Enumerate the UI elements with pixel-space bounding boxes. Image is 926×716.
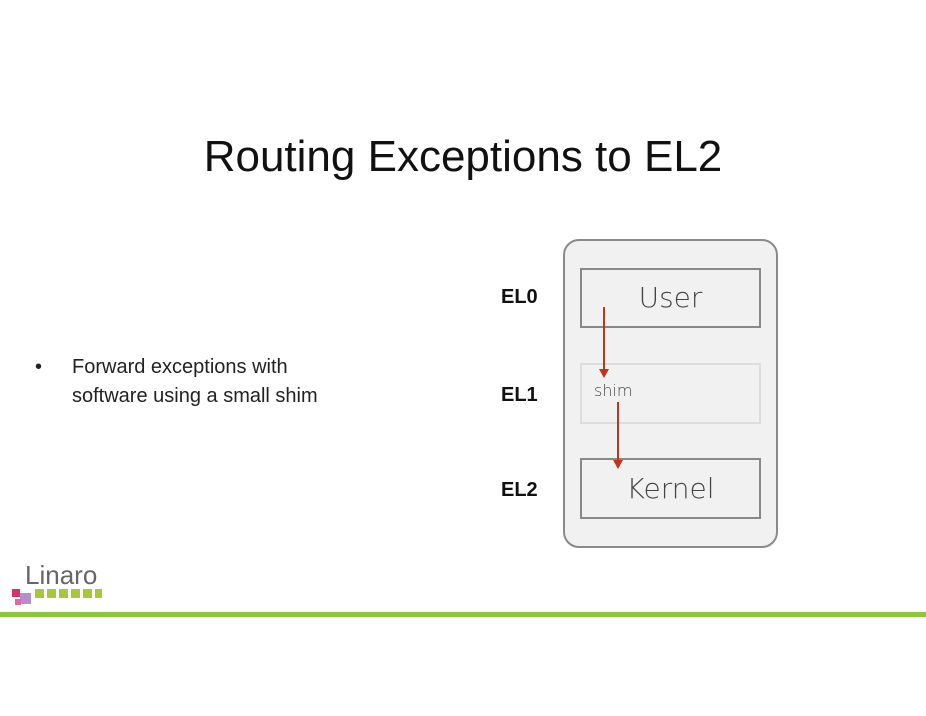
arrowhead [599,369,609,378]
logo-squares-icon [12,589,102,605]
bullet-line: Forward exceptions with [72,356,288,378]
bullet-line: software using a small shim [72,385,318,407]
logo-text: Linaro [25,560,98,590]
footer-divider [0,612,926,617]
shim-box: shim [580,363,761,424]
el2-label: EL2 [501,479,538,501]
el1-label: EL1 [501,384,538,406]
bullet-marker: • [35,356,43,378]
user-box: User [580,268,761,328]
el0-label: EL0 [501,286,538,308]
slide-title: Routing Exceptions to EL2 [203,132,723,181]
arrowhead [613,460,623,469]
kernel-box: Kernel [580,458,761,519]
